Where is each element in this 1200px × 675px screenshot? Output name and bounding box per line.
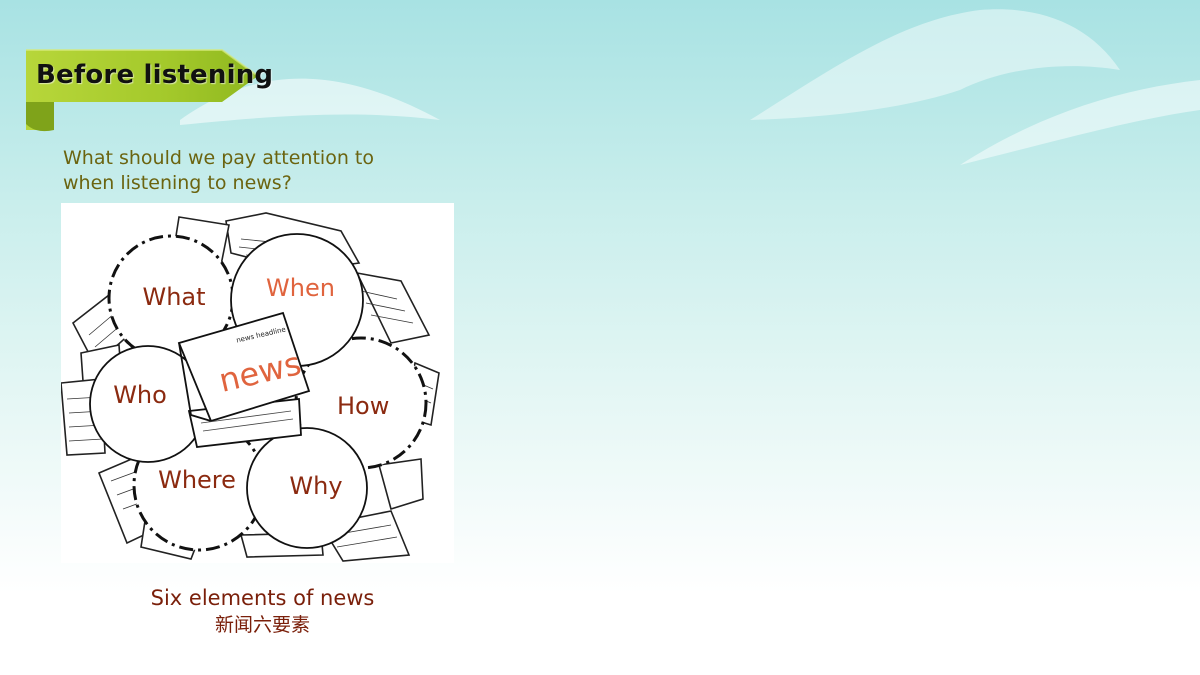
element-who: Who <box>113 381 167 409</box>
title-banner <box>26 49 259 132</box>
question-line-2: when listening to news? <box>63 172 292 194</box>
caption-chinese: 新闻六要素 <box>214 614 310 636</box>
element-how: How <box>337 392 390 420</box>
question-line-1: What should we pay attention to <box>63 147 374 169</box>
guiding-question: What should we pay attention to when lis… <box>63 146 443 196</box>
newspaper-collage <box>61 212 440 562</box>
illustration-caption: Six elements of news 新闻六要素 <box>110 584 415 638</box>
six-elements-illustration: news headline news What When How Who Whe… <box>61 203 454 563</box>
element-why: Why <box>289 472 343 500</box>
slide-title: Before listening <box>36 60 274 90</box>
element-what: What <box>142 283 206 311</box>
caption-english: Six elements of news <box>150 586 375 610</box>
element-when: When <box>266 274 335 302</box>
element-where: Where <box>158 466 236 494</box>
